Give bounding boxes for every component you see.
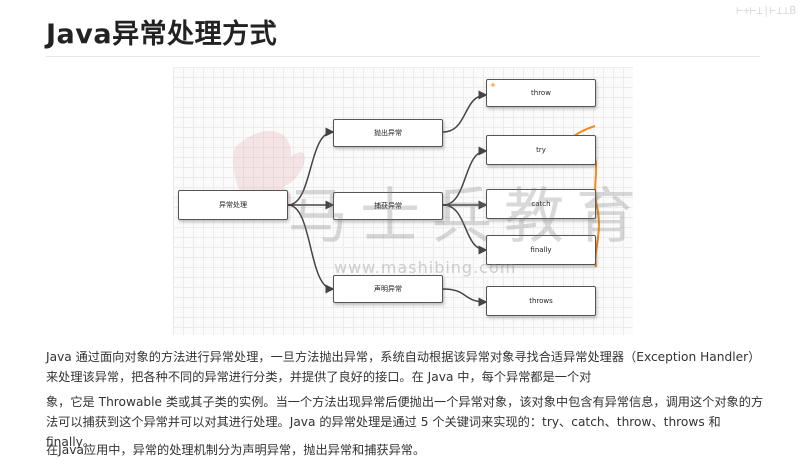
- connector-root-throw-branch: [287, 127, 335, 206]
- url-watermark: www.mashibing.com: [334, 258, 517, 277]
- plus-icon: +: [490, 81, 496, 89]
- paragraph-mechanism: 在Java应用中，异常的处理机制分为声明异常，抛出异常和捕获异常。: [46, 443, 426, 457]
- connector-throw: [442, 90, 488, 133]
- node-throws: throws: [486, 286, 596, 316]
- paragraph-exception-intro: Java 通过面向对象的方法进行异常处理，一旦方法抛出异常，系统自动根据该异常对…: [46, 350, 761, 384]
- node-declare-exception: 声明异常: [333, 275, 443, 303]
- node-throw-exception: 抛出异常: [333, 119, 443, 147]
- node-exception-handling: 异常处理: [178, 190, 288, 220]
- node-catch: catch: [486, 189, 596, 219]
- node-throw: + throw: [486, 79, 596, 107]
- node-catch-exception: 捕获异常: [333, 192, 443, 220]
- corner-watermark: ⊢+⊢⊥|⊢⊥⊥B: [736, 4, 796, 17]
- paragraph-throwable: 象，它是 Throwable 类或其子类的实例。当一个方法出现异常后便抛出一个异…: [46, 395, 764, 449]
- node-try: try: [486, 135, 596, 165]
- title-divider: [46, 56, 760, 57]
- connector-throws: [442, 288, 488, 307]
- page-title: Java异常处理方式: [46, 19, 278, 50]
- connector-try: [442, 146, 488, 206]
- node-finally: finally: [486, 235, 596, 265]
- exception-handling-diagram: 异常处理 抛出异常 捕获异常 声明异常 + throw try catch fi…: [173, 67, 633, 335]
- connector-finally: [442, 204, 488, 255]
- connector-root-declare-branch: [287, 204, 335, 294]
